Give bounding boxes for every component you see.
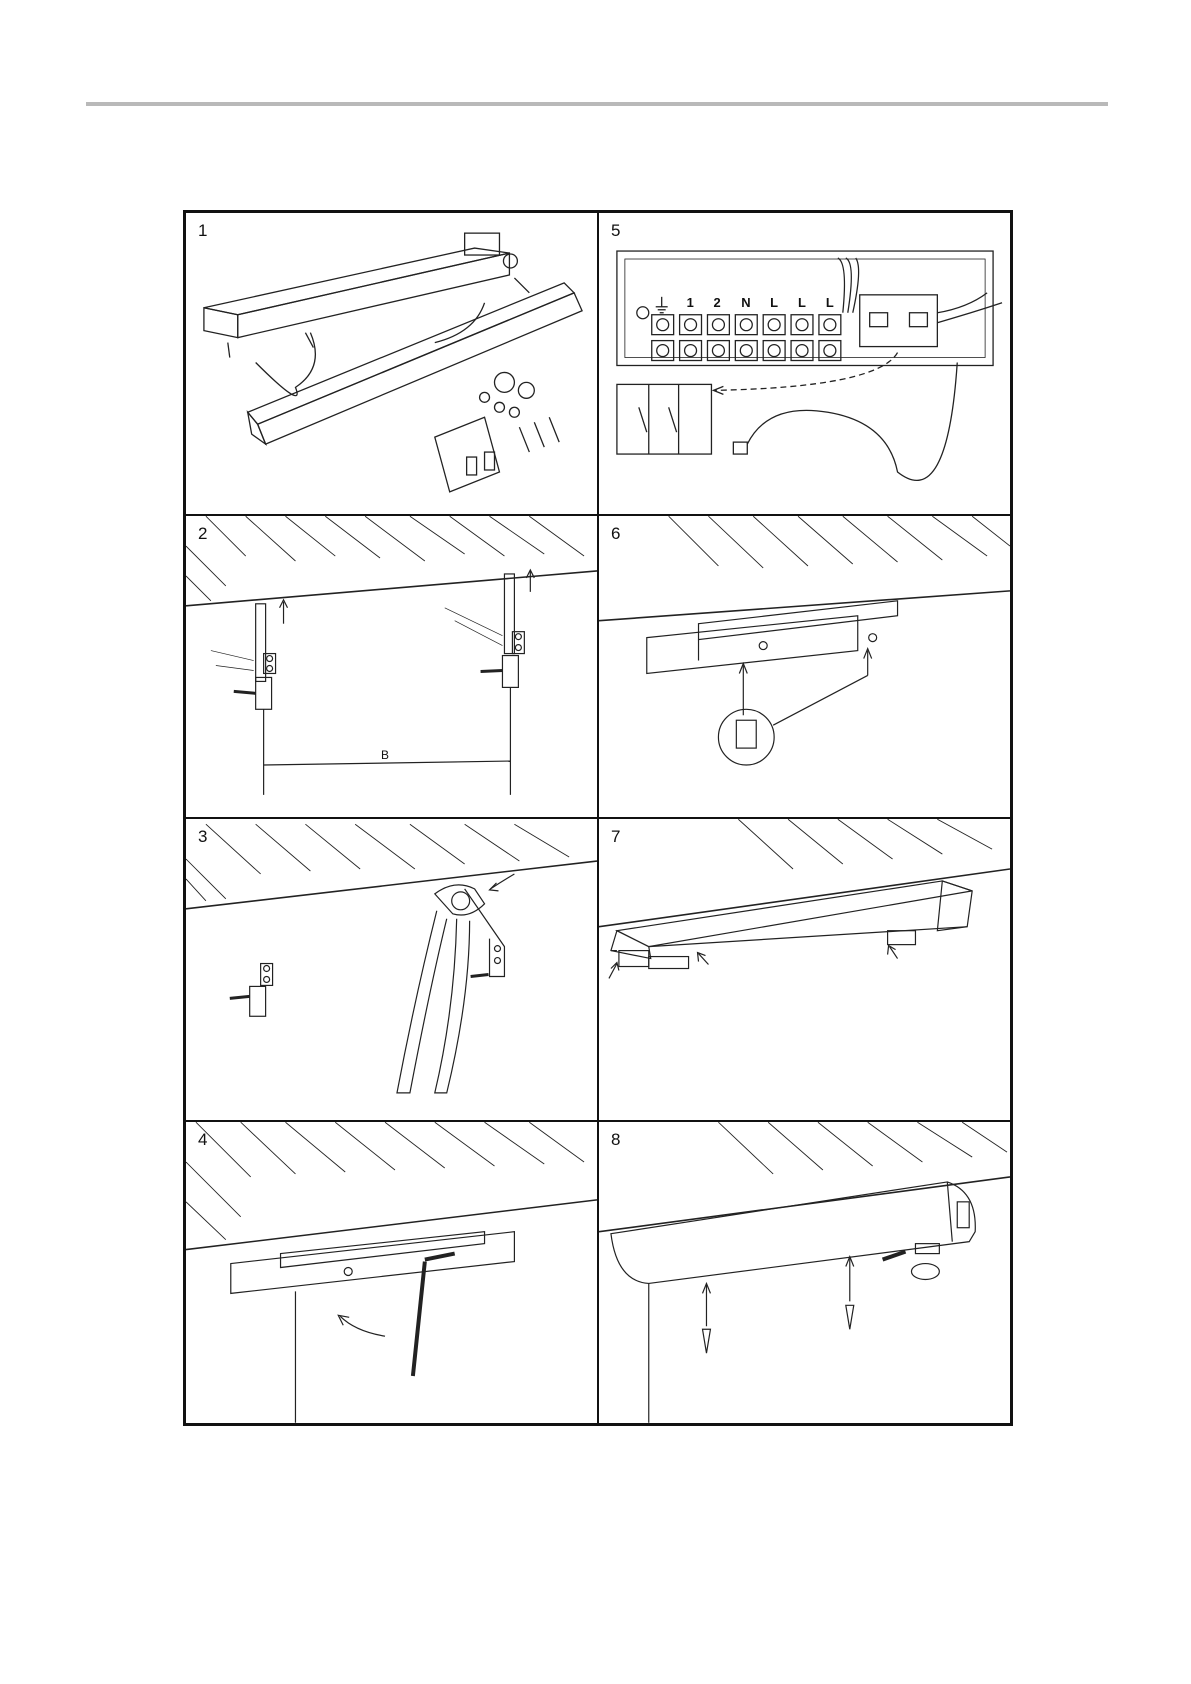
step-6-illustration	[599, 516, 1010, 817]
step-7-panel: 7	[598, 818, 1011, 1121]
step-2-illustration: B	[186, 516, 597, 817]
step-3-panel: 3	[185, 818, 598, 1121]
terminal-label: L	[798, 295, 806, 310]
step-number: 6	[611, 524, 620, 544]
step-1-illustration	[186, 213, 597, 514]
step-2-panel: 2	[185, 515, 598, 818]
terminal-label: 2	[713, 295, 720, 310]
step-7-illustration	[599, 819, 1010, 1120]
step-number: 2	[198, 524, 207, 544]
dimension-label: B	[381, 748, 389, 762]
terminal-label: L	[770, 295, 778, 310]
terminal-label: 1	[687, 295, 694, 310]
step-number: 5	[611, 221, 620, 241]
step-5-panel: 5	[598, 212, 1011, 515]
step-number: 1	[198, 221, 207, 241]
step-6-panel: 6	[598, 515, 1011, 818]
step-8-illustration	[599, 1122, 1010, 1423]
header-rule	[86, 102, 1108, 106]
step-number: 7	[611, 827, 620, 847]
step-4-panel: 4	[185, 1121, 598, 1424]
step-1-panel: 1	[185, 212, 598, 515]
step-8-panel: 8	[598, 1121, 1011, 1424]
step-number: 4	[198, 1130, 207, 1150]
step-number: 3	[198, 827, 207, 847]
step-3-illustration	[186, 819, 597, 1120]
step-5-illustration: 1 2 N L L L	[599, 213, 1010, 514]
step-4-illustration	[186, 1122, 597, 1423]
terminal-label: N	[741, 295, 750, 310]
terminal-label: L	[826, 295, 834, 310]
installation-diagram-grid: 1 5	[183, 210, 1013, 1426]
step-number: 8	[611, 1130, 620, 1150]
